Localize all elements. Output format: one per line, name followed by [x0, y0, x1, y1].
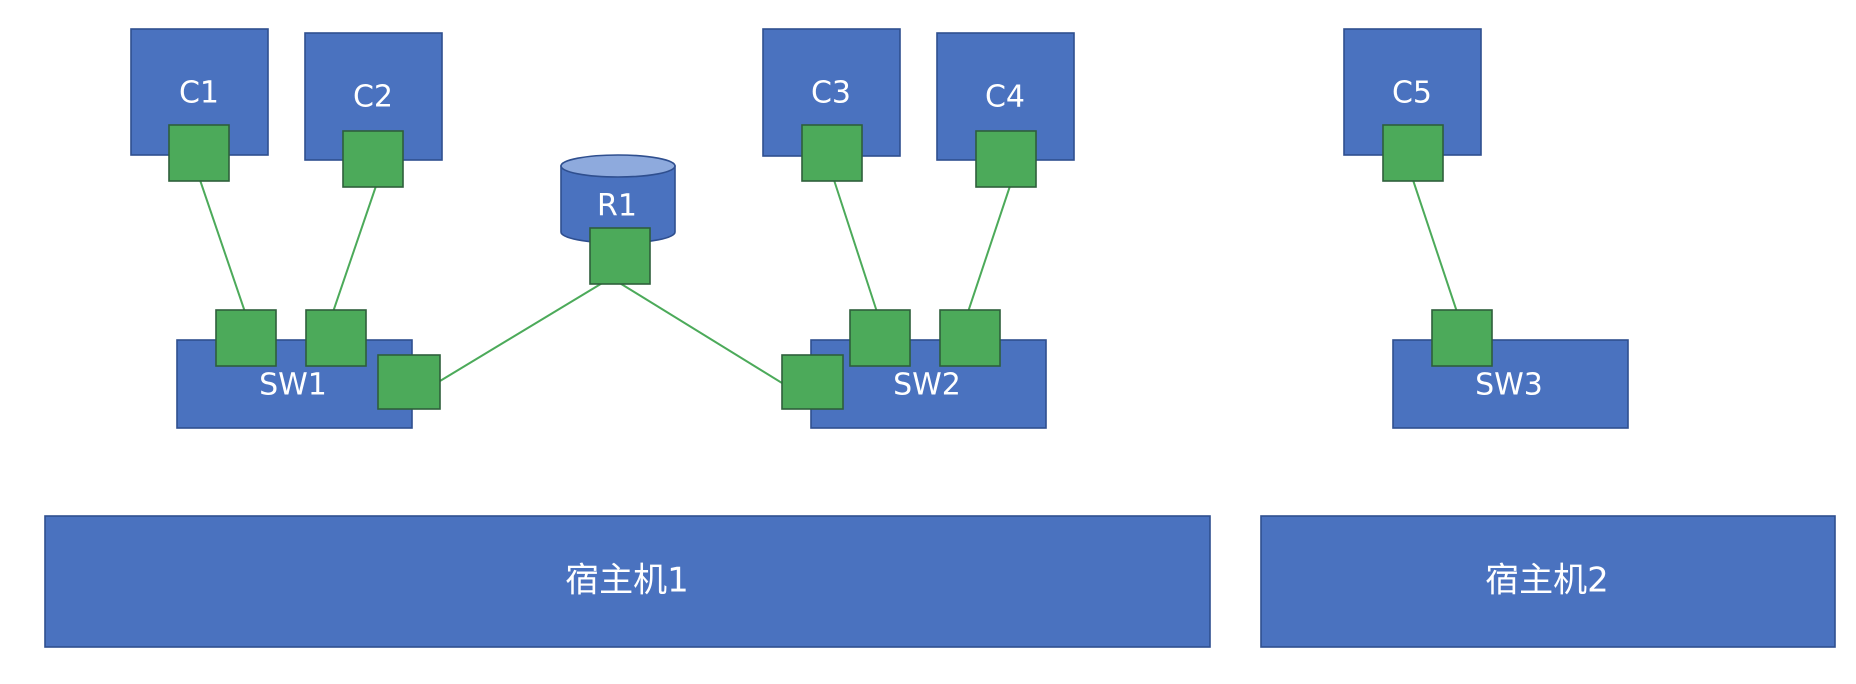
- host-2[interactable]: 宿主机2: [1260, 515, 1836, 648]
- container-c5-label: C5: [1392, 76, 1432, 111]
- link-c1-sw1: [199, 179, 246, 313]
- host-1-box: [44, 515, 1211, 648]
- switch-sw2-label: SW2: [893, 368, 961, 403]
- host-1[interactable]: 宿主机1: [44, 515, 1211, 648]
- container-c2-label: C2: [353, 80, 393, 115]
- container-c3[interactable]: C3: [762, 28, 901, 182]
- switch-sw3[interactable]: SW3: [1392, 309, 1629, 429]
- link-r1-sw2: [617, 281, 783, 384]
- link-c4-sw2: [967, 185, 1011, 313]
- container-c4[interactable]: C4: [936, 32, 1075, 188]
- switch-sw3-port-c5: [1431, 309, 1493, 367]
- link-c2-sw1: [332, 185, 377, 313]
- router-r1-label: R1: [597, 189, 637, 224]
- container-c1-port: [168, 124, 230, 182]
- container-c5-port: [1382, 124, 1444, 182]
- container-c2[interactable]: C2: [304, 32, 443, 188]
- container-c1[interactable]: C1: [130, 28, 269, 182]
- container-c4-label: C4: [985, 80, 1025, 115]
- link-c5-sw3: [1412, 179, 1458, 313]
- container-c4-port: [975, 130, 1037, 188]
- switch-sw2-port-c4: [939, 309, 1001, 367]
- container-c5[interactable]: C5: [1343, 28, 1482, 182]
- switch-sw1-port-r1: [377, 354, 441, 410]
- host-2-label: 宿主机2: [1485, 561, 1609, 601]
- switch-sw2-port-r1: [781, 354, 844, 410]
- link-sw1-r1: [439, 281, 605, 382]
- container-c3-label: C3: [811, 76, 851, 111]
- switch-sw1-port-c1: [215, 309, 277, 367]
- switch-sw2[interactable]: SW2: [781, 309, 1047, 429]
- switch-sw3-label: SW3: [1475, 368, 1543, 403]
- switch-sw1-label: SW1: [259, 368, 327, 403]
- router-r1-top: [560, 154, 676, 178]
- host-2-box: [1260, 515, 1836, 648]
- container-c1-label: C1: [179, 76, 219, 111]
- router-r1[interactable]: R1: [560, 154, 676, 285]
- link-c3-sw2: [833, 179, 878, 313]
- container-c3-port: [801, 124, 863, 182]
- router-r1-port: [589, 227, 651, 285]
- switch-sw2-port-c3: [849, 309, 911, 367]
- links: [199, 179, 1458, 384]
- switch-sw1-port-c2: [305, 309, 367, 367]
- container-c2-port: [342, 130, 404, 188]
- switch-sw1[interactable]: SW1: [176, 309, 441, 429]
- host-1-label: 宿主机1: [565, 561, 689, 601]
